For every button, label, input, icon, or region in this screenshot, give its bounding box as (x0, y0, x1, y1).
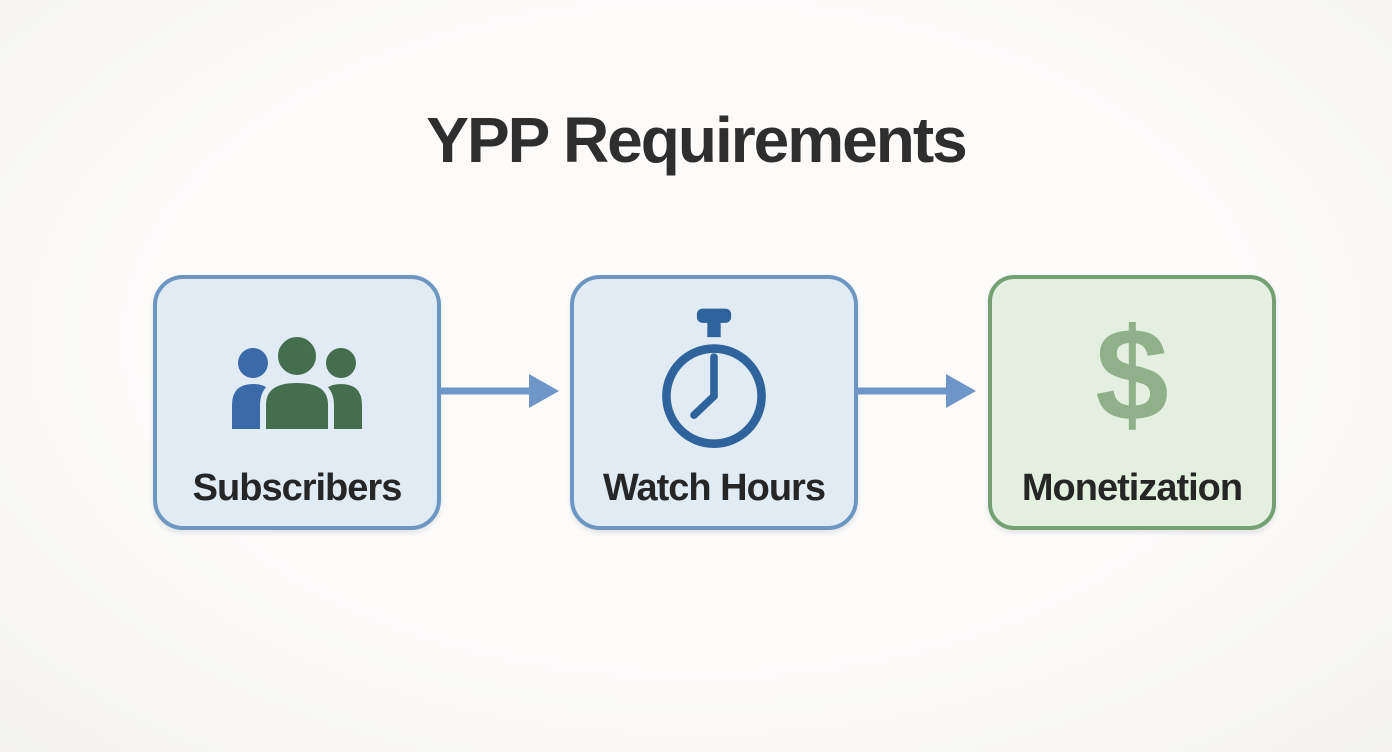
step-box-watch-hours: Watch Hours (570, 275, 858, 530)
step-label-watch-hours: Watch Hours (603, 467, 826, 509)
stopwatch-icon (655, 299, 773, 459)
people-group-icon (227, 299, 367, 459)
flow-arrow-2 (858, 374, 976, 408)
dollar-glyph: $ (1095, 301, 1169, 448)
step-label-monetization: Monetization (1021, 467, 1243, 509)
step-box-subscribers: Subscribers (153, 275, 441, 530)
flow-arrow-1 (441, 374, 559, 408)
diagram-title: YPP Requirements (426, 104, 967, 176)
dollar-sign-icon: $ (1095, 299, 1168, 459)
step-box-monetization: $ Monetization (988, 275, 1276, 530)
step-label-subscribers: Subscribers (192, 467, 403, 509)
